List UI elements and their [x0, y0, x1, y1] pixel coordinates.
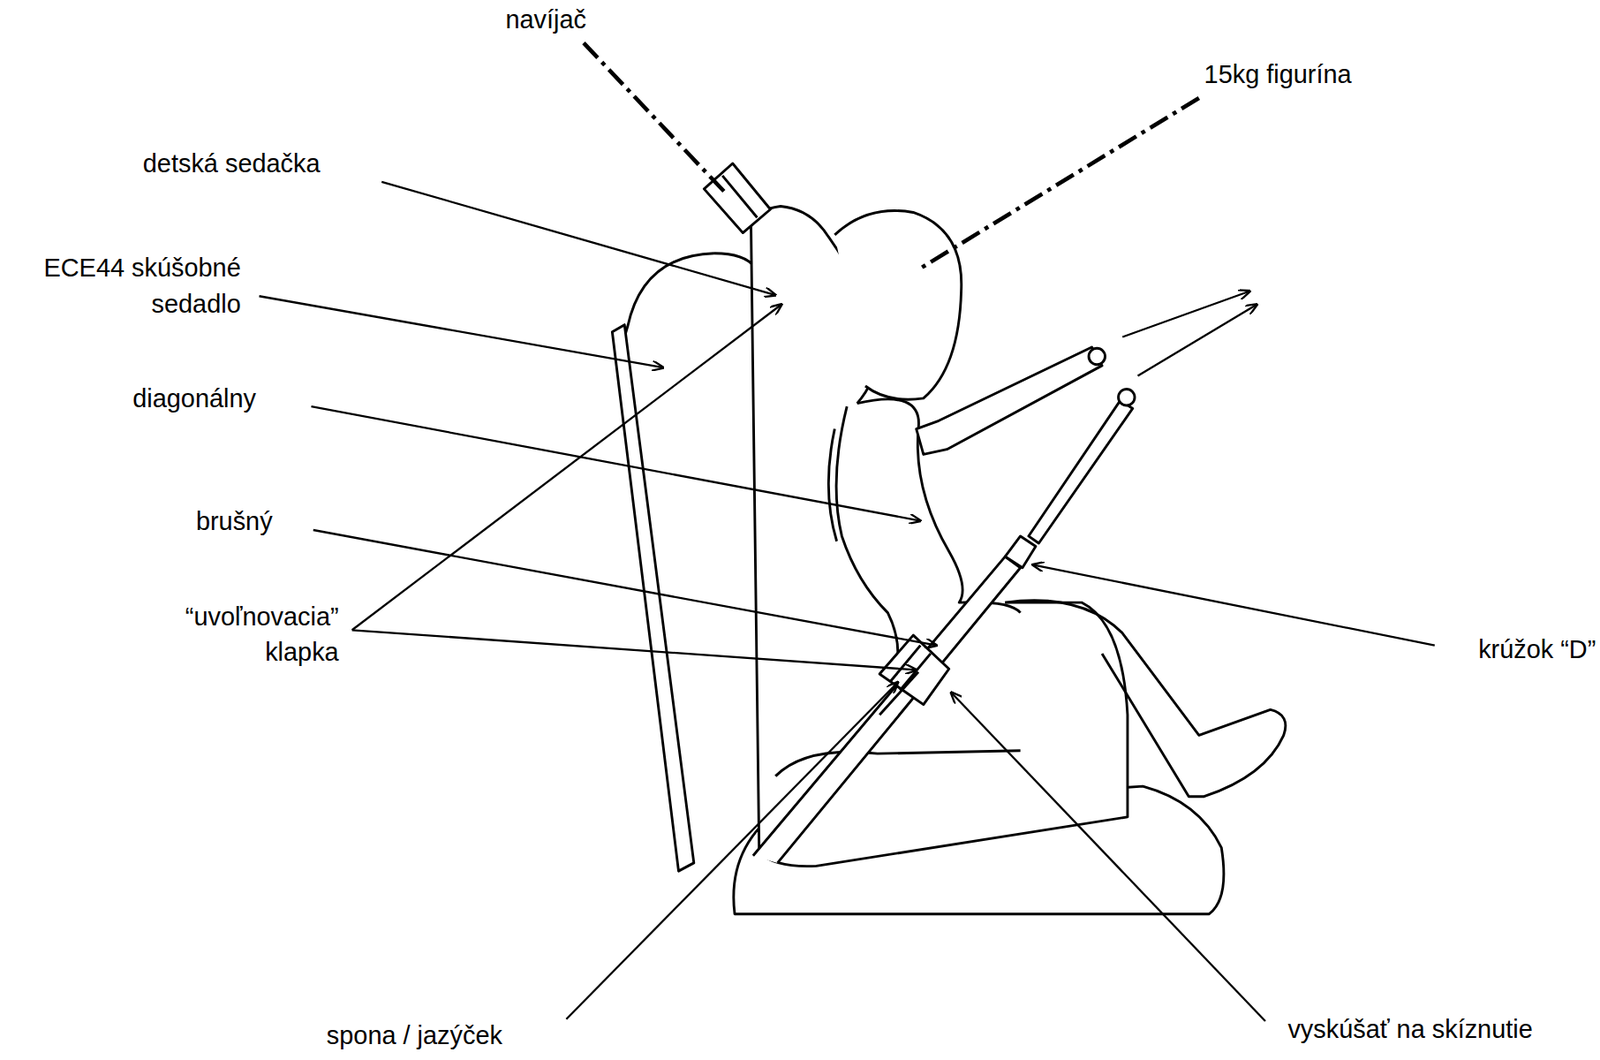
part-label: navíjač: [479, 1, 612, 38]
part-label: vyskúšať na skíznutie: [1287, 1011, 1594, 1047]
part-label: detská sedačka: [143, 145, 380, 182]
part-label: brušný: [196, 503, 310, 539]
part-label: diagonálny: [132, 380, 309, 416]
part-label: 15kg figurína: [1204, 56, 1419, 92]
part-label: ECE44 skúšobné sedadlo: [4, 249, 242, 322]
leader-lines: [259, 181, 1435, 1021]
seat-drawing: [611, 163, 1285, 914]
part-label: spona / jazýček: [326, 1016, 562, 1052]
part-label: krúžok “D”: [1428, 630, 1597, 666]
dash-dot-lines: [583, 43, 1200, 271]
part-label: “uvoľnovacia” klapka: [143, 597, 340, 670]
